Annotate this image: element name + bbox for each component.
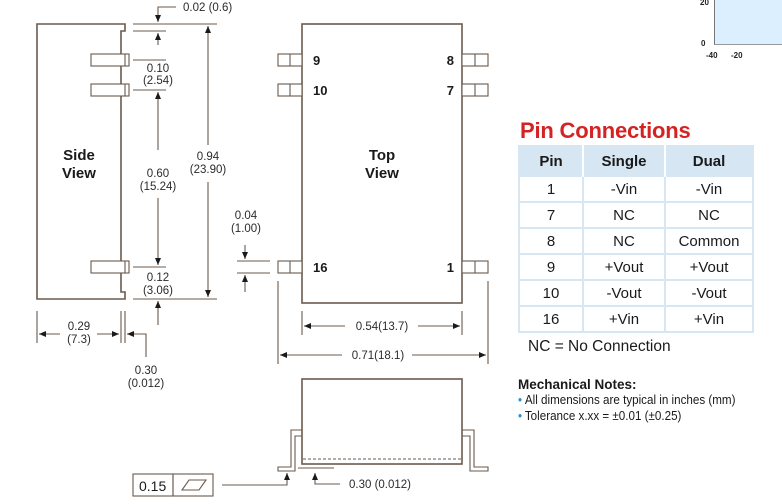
graph-plot-area [714, 0, 782, 45]
cell-pin: 7 [518, 201, 584, 229]
y-tick-0: 0 [701, 39, 706, 48]
top-view-body [301, 23, 463, 304]
cell-dual: NC [664, 201, 754, 229]
top-pin-16 [277, 260, 303, 274]
cell-dual: -Vin [664, 175, 754, 203]
cell-pin: 9 [518, 253, 584, 281]
header-dual: Dual [665, 146, 753, 176]
table-row: 9 +Vout +Vout [518, 253, 754, 281]
side-pin-top-1 [90, 53, 130, 67]
top-view-label-1: Top [369, 147, 395, 164]
dim-pin-width-in: 0.04 [235, 210, 258, 222]
pin-label-9: 9 [313, 53, 320, 68]
pin-connections-table: Pin Single Dual 1 -Vin -Vin 7 NC NC 8 NC… [518, 145, 754, 333]
cell-dual: Common [664, 227, 754, 255]
cell-pin: 10 [518, 279, 584, 307]
side-pin-top-2 [90, 83, 130, 97]
side-view: Side View 0.02 (0.6) 0.10 (2.54) 0.60 (1… [36, 2, 232, 390]
side-view-label-2: View [62, 165, 96, 182]
side-pin-bottom [90, 260, 130, 274]
top-pin-7 [461, 83, 489, 97]
dim-bottom-mm: (3.06) [143, 285, 173, 297]
dim-lead-in: 0.30 [135, 365, 157, 377]
top-view: 9 10 16 8 7 1 Top View 0.04 (1.00) 0.54(… [231, 23, 489, 364]
front-view: 0.15 0.30 (0.012) [132, 378, 489, 497]
pin-connections-section: Pin Connections Pin Single Dual 1 -Vin -… [518, 118, 754, 356]
x-tick-minus40: -40 [706, 51, 718, 60]
dim-height-mm: (23.90) [190, 164, 227, 176]
top-pin-9 [277, 53, 303, 67]
dim-span-mm: (15.24) [140, 181, 177, 193]
table-row: 8 NC Common [518, 227, 754, 255]
dim-top-gap: 0.02 (0.6) [183, 2, 232, 14]
dim-width-mm: (7.3) [67, 334, 91, 346]
header-pin: Pin [519, 146, 584, 176]
dim-height-in: 0.94 [197, 151, 220, 163]
note-item: •Tolerance x.xx = ±0.01 (±0.25) [518, 408, 735, 424]
y-tick-20: 20 [700, 0, 709, 7]
pin-label-1: 1 [447, 260, 454, 275]
mechanical-notes-title: Mechanical Notes: [518, 377, 637, 392]
table-row: 10 -Vout -Vout [518, 279, 754, 307]
pin-label-10: 10 [313, 83, 327, 98]
coplanarity-frame [132, 473, 214, 497]
cell-dual: +Vin [664, 305, 754, 333]
mechanical-notes: Mechanical Notes: •All dimensions are ty… [518, 377, 752, 424]
coplanarity-value: 0.15 [139, 478, 166, 494]
top-pin-10 [277, 83, 303, 97]
top-pin-1 [461, 260, 489, 274]
dim-overall-width: 0.71(18.1) [352, 350, 405, 362]
table-row: 16 +Vin +Vin [518, 305, 754, 333]
bullet-icon: • [518, 393, 523, 407]
front-view-body [301, 378, 463, 465]
cell-single: NC [582, 227, 666, 255]
note-text: All dimensions are typical in inches (mm… [524, 393, 736, 407]
front-lead-right [462, 429, 489, 472]
dim-pitch-in: 0.10 [147, 63, 169, 75]
cell-single: -Vout [582, 279, 666, 307]
dim-pitch-mm: (2.54) [143, 75, 173, 87]
top-pin-8 [461, 53, 489, 67]
cell-single: NC [582, 201, 666, 229]
top-view-label-2: View [365, 165, 399, 182]
side-view-label-1: Side [63, 147, 95, 164]
dim-standoff: 0.30 (0.012) [349, 479, 411, 491]
dim-lead-mm: (0.012) [128, 378, 165, 390]
header-single: Single [583, 146, 666, 176]
cell-pin: 16 [518, 305, 584, 333]
pin-label-7: 7 [447, 83, 454, 98]
dim-bottom-in: 0.12 [147, 272, 169, 284]
derating-graph-fragment: 20 0 -40 -20 [690, 0, 782, 70]
side-view-body [36, 23, 126, 300]
cell-dual: -Vout [664, 279, 754, 307]
dim-span-in: 0.60 [147, 168, 169, 180]
table-header-row: Pin Single Dual [519, 146, 753, 176]
table-row: 1 -Vin -Vin [518, 175, 754, 203]
pin-connections-title: Pin Connections [520, 118, 691, 143]
cell-single: +Vout [582, 253, 666, 281]
front-lead-left [277, 429, 302, 472]
cell-pin: 1 [518, 175, 584, 203]
dim-pin-width-mm: (1.00) [231, 223, 261, 235]
nc-footnote: NC = No Connection [528, 338, 671, 355]
cell-single: -Vin [582, 175, 666, 203]
cell-single: +Vin [582, 305, 666, 333]
dim-body-width: 0.54(13.7) [356, 321, 409, 333]
cell-pin: 8 [518, 227, 584, 255]
bullet-icon: • [518, 409, 523, 423]
pin-label-8: 8 [447, 53, 454, 68]
cell-dual: +Vout [664, 253, 754, 281]
note-text: Tolerance x.xx = ±0.01 (±0.25) [524, 409, 682, 423]
note-item: •All dimensions are typical in inches (m… [518, 392, 735, 408]
table-row: 7 NC NC [518, 201, 754, 229]
dim-width-in: 0.29 [68, 321, 90, 333]
x-tick-minus20: -20 [731, 51, 743, 60]
pin-label-16: 16 [313, 260, 327, 275]
flatness-icon [180, 479, 208, 491]
